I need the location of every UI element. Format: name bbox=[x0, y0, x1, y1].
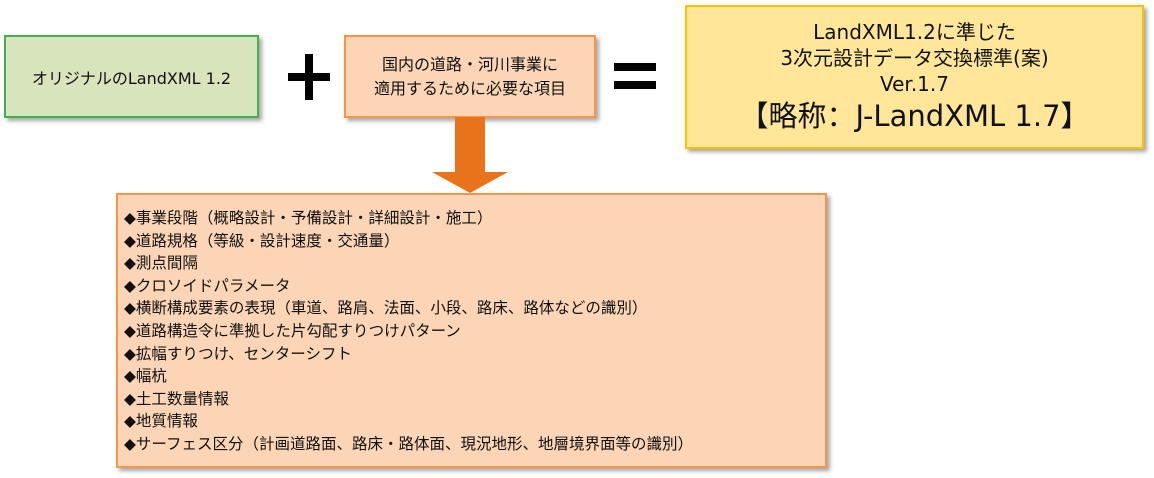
list-item: ◆横断構成要素の表現（車道、路肩、法面、小段、路床、路体などの識別） bbox=[124, 299, 648, 318]
result-line-2: 3次元設計データ交換標準(案) bbox=[780, 46, 1049, 70]
required-items-list: ◆事業段階（概略設計・予備設計・詳細設計・施工） ◆道路規格（等級・設計速度・交… bbox=[116, 193, 827, 468]
result-box: LandXML1.2に準じた 3次元設計データ交換標準(案) Ver.1.7 【… bbox=[685, 5, 1144, 149]
list-item: ◆拡幅すりつけ、センターシフト bbox=[124, 344, 352, 363]
original-landxml-text: オリジナルのLandXML 1.2 bbox=[31, 68, 232, 88]
list-item: ◆道路規格（等級・設計速度・交通量） bbox=[124, 231, 400, 250]
list-item: ◆クロソイドパラメータ bbox=[124, 276, 291, 295]
down-arrow-icon bbox=[432, 117, 508, 193]
list-item: ◆測点間隔 bbox=[124, 254, 198, 273]
additions-line-2: 適用するために必要な項目 bbox=[373, 78, 566, 98]
additions-box: 国内の道路・河川事業に 適用するために必要な項目 bbox=[344, 35, 596, 118]
list-item: ◆サーフェス区分（計画道路面、路床・路体面、現況地形、地層境界面等の識別） bbox=[124, 434, 693, 453]
result-abbreviation: 【略称：J-LandXML 1.7】 bbox=[739, 99, 1090, 133]
result-line-1: LandXML1.2に準じた bbox=[813, 20, 1016, 44]
list-item: ◆道路構造令に準拠した片勾配すりつけパターン bbox=[124, 321, 461, 340]
equals-icon bbox=[614, 63, 656, 89]
result-line-3: Ver.1.7 bbox=[880, 72, 949, 96]
list-item: ◆土工数量情報 bbox=[124, 389, 229, 408]
additions-line-1: 国内の道路・河川事業に bbox=[381, 54, 558, 74]
original-landxml-box: オリジナルのLandXML 1.2 bbox=[4, 35, 259, 118]
list-item: ◆幅杭 bbox=[124, 367, 167, 386]
list-item: ◆事業段階（概略設計・予備設計・詳細設計・施工） bbox=[124, 209, 493, 227]
plus-icon bbox=[288, 54, 330, 100]
list-item: ◆地質情報 bbox=[124, 412, 198, 431]
